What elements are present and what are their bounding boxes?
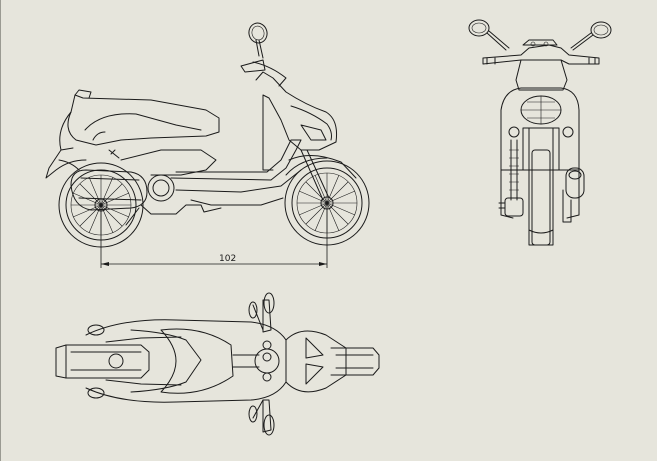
right-indicator [562,126,574,138]
front-fork [522,127,560,171]
front-fork [300,149,330,201]
top-view[interactable] [55,292,380,436]
rear-fender [45,111,87,179]
rear-body [67,94,220,146]
side-mirror [248,22,268,44]
handlebar-top [262,299,272,433]
engine-cover [147,174,175,202]
leg-shield [255,71,337,171]
dimension-label: 102 [219,254,236,264]
dimension-102[interactable]: 102 [100,205,328,268]
exhaust-muffler [70,169,148,211]
left-mirror [468,19,490,37]
body-outline [85,319,287,403]
exhaust-end [565,167,585,199]
handlebar [482,44,600,65]
front-wheel [284,160,370,246]
right-mirror [590,21,612,39]
side-view[interactable] [45,21,370,248]
left-indicator [508,126,520,138]
rear-carrier [55,344,67,379]
headlight-housing [500,87,580,171]
front-view[interactable] [468,19,612,246]
floorboard [170,139,302,181]
rear-shock [504,197,524,217]
seat [160,328,234,394]
front-shield-top [285,330,347,393]
front-wheel-front [531,149,551,246]
